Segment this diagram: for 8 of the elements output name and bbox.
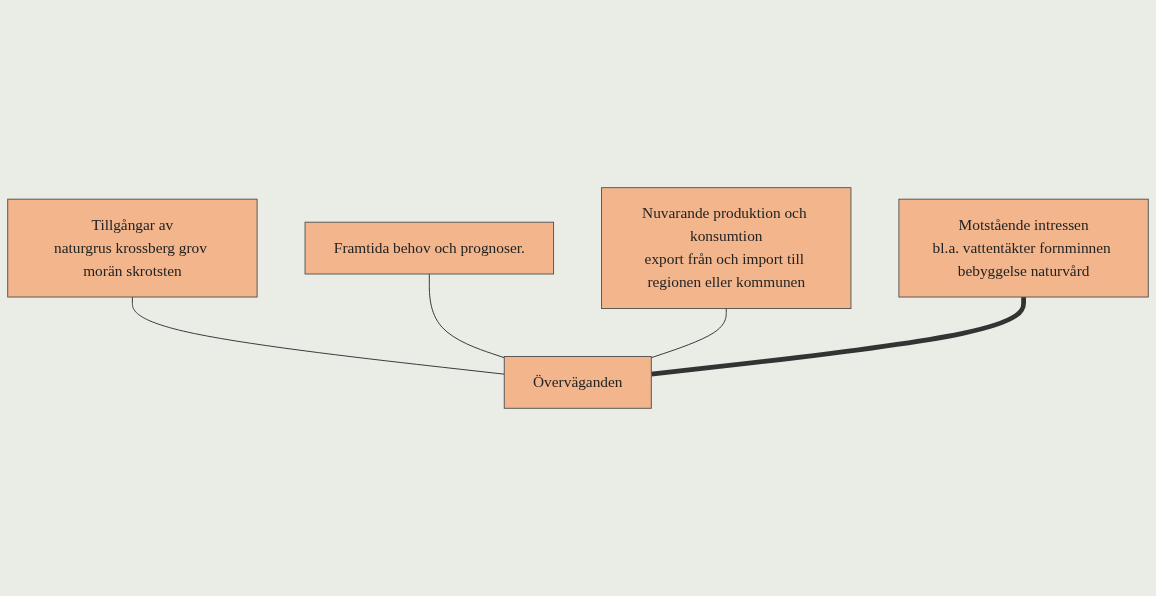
connector (650, 308, 727, 359)
connector (428, 273, 505, 359)
node-box: Nuvarande produktion och konsumtion export från och import till regionen eller kommunen (601, 187, 852, 310)
node-box: Framtida behov och prognoser. (304, 221, 555, 275)
connector (131, 296, 505, 375)
node-box: Tillgångar av naturgrus krossberg grov morän skrotsten (7, 198, 258, 298)
node-box: Motstående intressen bl.a. vattentäkter fornminnen bebyggelse naturvård (898, 198, 1149, 298)
node-box: Överväganden (503, 356, 652, 409)
